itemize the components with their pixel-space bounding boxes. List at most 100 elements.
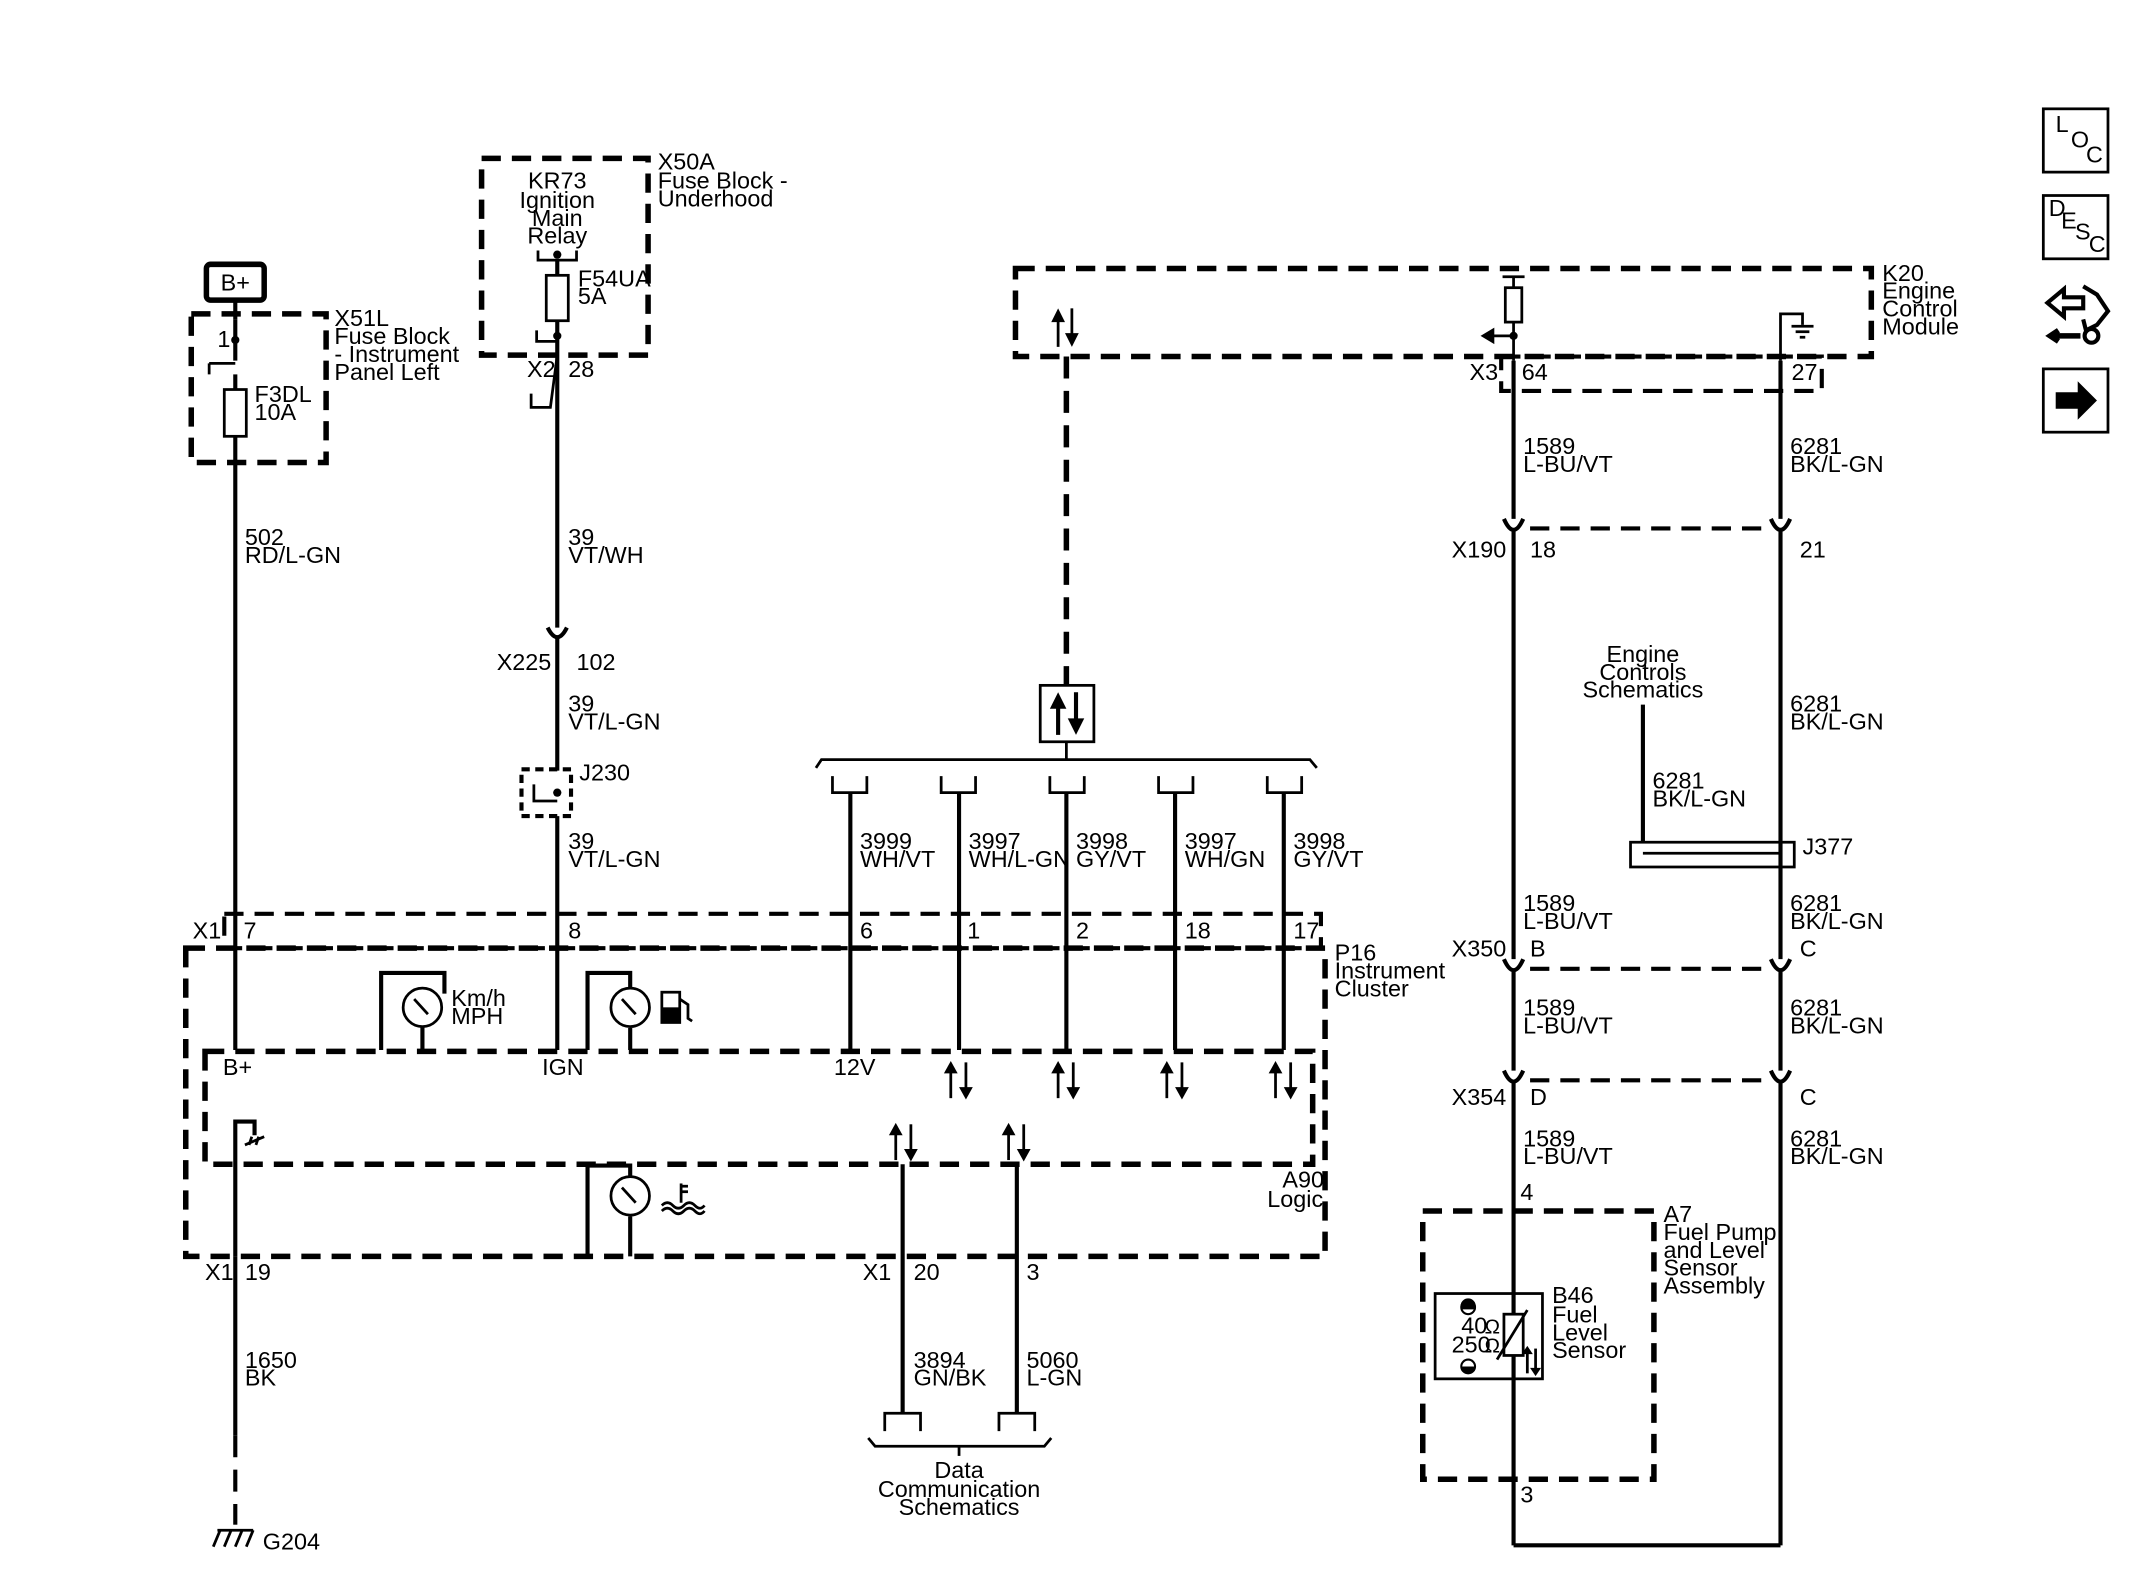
wire-3894-number: 3894 xyxy=(914,1347,966,1373)
ecm-ground-symbol xyxy=(1779,312,1804,361)
wire-39c-number: 39 xyxy=(568,828,594,854)
x225-name: X225 xyxy=(497,649,552,675)
b46-ohm-1: Ω xyxy=(1485,1315,1500,1338)
wire-3997a-number: 3997 xyxy=(969,828,1021,854)
x51l-name: X51L xyxy=(334,305,389,331)
x225-connector-symbol xyxy=(545,626,569,640)
wire-6281e-color: BK/L-GN xyxy=(1790,1012,1884,1038)
a90-logic-box xyxy=(202,1048,1316,1167)
engine-controls-label-3[interactable]: Schematics xyxy=(1582,677,1703,703)
x190-connector-1 xyxy=(1502,517,1526,532)
relay-kr73-label-2: Ignition xyxy=(520,187,595,213)
p16-pin-7: 7 xyxy=(244,918,257,944)
next-page-button[interactable] xyxy=(2041,367,2110,434)
x225-pin: 102 xyxy=(577,649,616,675)
x51l-label-1: Fuse Block xyxy=(334,323,450,349)
wire-6281f-number: 6281 xyxy=(1790,1125,1842,1151)
j230-splice xyxy=(519,767,574,819)
p16-instrument-cluster xyxy=(183,945,1328,1260)
wire-39a-number: 39 xyxy=(568,524,594,550)
x350-pin-c: C xyxy=(1800,935,1817,961)
wire-6281a-color: BK/L-GN xyxy=(1790,451,1884,477)
desc-letter-d: D xyxy=(2049,195,2066,221)
relay-kr73-label-4: Relay xyxy=(527,223,587,249)
wire-3998b-number: 3998 xyxy=(1293,828,1345,854)
a90-data-arrows xyxy=(888,1060,1298,1162)
x350-connector-1 xyxy=(1502,958,1526,973)
a90-12v-label: 12V xyxy=(834,1054,876,1080)
data-comm-label-3[interactable]: Schematics xyxy=(899,1494,1020,1520)
x51l-pin: 1 xyxy=(217,326,230,352)
serial-data-gateway-box xyxy=(1038,683,1096,744)
internal-ground-symbol xyxy=(233,1119,257,1257)
wire-502-number: 502 xyxy=(245,524,284,550)
bottom-pin-19: 19 xyxy=(245,1259,271,1285)
a7-label-4: Sensor xyxy=(1664,1255,1738,1281)
k20-label-1: K20 xyxy=(1882,260,1924,286)
fuse-f3dl-label: F3DL xyxy=(255,381,312,407)
j377-splice xyxy=(1629,840,1796,869)
wire-3997b-color: WH/GN xyxy=(1185,846,1266,872)
p16-pin-8: 8 xyxy=(568,918,581,944)
p16-pin-6: 6 xyxy=(860,918,873,944)
p16-pin-17: 17 xyxy=(1293,918,1319,944)
fuse-f54ua xyxy=(544,273,570,323)
p16-pin-1: 1 xyxy=(967,918,980,944)
a90-label-2: Logic xyxy=(1267,1186,1323,1212)
k20-connector: X3 xyxy=(1470,359,1499,385)
x354-connector-1 xyxy=(1502,1069,1526,1084)
p16-connector: X1 xyxy=(193,918,222,944)
ecm-pullup-resistor xyxy=(1503,286,1524,324)
wire-3998a-color: GY/VT xyxy=(1076,846,1146,872)
b46-value-250: 250 xyxy=(1452,1332,1491,1358)
j377-label: J377 xyxy=(1803,834,1854,860)
k20-ecm-box xyxy=(1012,265,1875,360)
fuse-f54ua-amp: 5A xyxy=(578,283,607,309)
k20-label-2: Engine xyxy=(1882,278,1955,304)
p16-label-3: Cluster xyxy=(1335,975,1409,1001)
fuse-f54ua-label: F54UA xyxy=(578,265,651,291)
wire-502-color: RD/L-GN xyxy=(245,542,341,568)
p16-pin-2: 2 xyxy=(1076,918,1089,944)
data-comm-bracket xyxy=(867,1437,1053,1448)
desc-letter-c: C xyxy=(2089,231,2106,257)
connector-tool-icon[interactable] xyxy=(2044,284,2111,345)
x190-connector-2 xyxy=(1768,517,1793,532)
x350-name: X350 xyxy=(1452,935,1507,961)
a7-label-2: Fuel Pump xyxy=(1664,1219,1777,1245)
wire-1589c-color: L-BU/VT xyxy=(1523,1012,1613,1038)
data-comm-label-2[interactable]: Communication xyxy=(878,1476,1040,1502)
a7-pin-4: 4 xyxy=(1520,1179,1533,1205)
x354-connector-2 xyxy=(1768,1069,1793,1084)
wire-39b-number: 39 xyxy=(568,691,594,717)
engine-controls-label-2[interactable]: Controls xyxy=(1599,659,1686,685)
wire-1650-number: 1650 xyxy=(245,1347,297,1373)
wire-6281c-color: BK/L-GN xyxy=(1653,785,1747,811)
wire-5060-number: 5060 xyxy=(1026,1347,1078,1373)
data-comm-label-1[interactable]: Data xyxy=(934,1457,983,1483)
desc-button[interactable]: D E S C xyxy=(2041,194,2110,261)
p16-x1-connector xyxy=(222,911,1323,951)
loc-letter-l: L xyxy=(2056,111,2069,137)
x51l-label-3: Panel Left xyxy=(334,359,440,385)
wire-6281b-number: 6281 xyxy=(1790,691,1842,717)
a7-fuel-pump-assembly xyxy=(1420,1208,1657,1483)
x3-connector xyxy=(1499,354,1824,393)
ecm-serial-data-arrows xyxy=(1051,308,1079,347)
loc-button[interactable]: L O C xyxy=(2041,107,2110,174)
wire-1589b-color: L-BU/VT xyxy=(1523,908,1613,934)
engine-controls-label-1[interactable]: Engine xyxy=(1607,641,1680,667)
b46-ohm-2: Ω xyxy=(1485,1335,1500,1358)
x190-name: X190 xyxy=(1452,536,1507,562)
wire-6281a-number: 6281 xyxy=(1790,433,1842,459)
relay-kr73-label-3: Main xyxy=(532,205,583,231)
p16-label-2: Instrument xyxy=(1335,957,1446,983)
k20-label-4: Module xyxy=(1882,313,1959,339)
p16-label-1: P16 xyxy=(1335,940,1377,966)
wire-3999-color: WH/VT xyxy=(860,846,935,872)
wire-1650-color: BK xyxy=(245,1365,277,1391)
loc-letter-o: O xyxy=(2071,126,2089,152)
a90-label-1: A90 xyxy=(1282,1167,1324,1193)
x50a-connector: X2 xyxy=(527,356,556,382)
x350-connector-2 xyxy=(1768,958,1793,973)
